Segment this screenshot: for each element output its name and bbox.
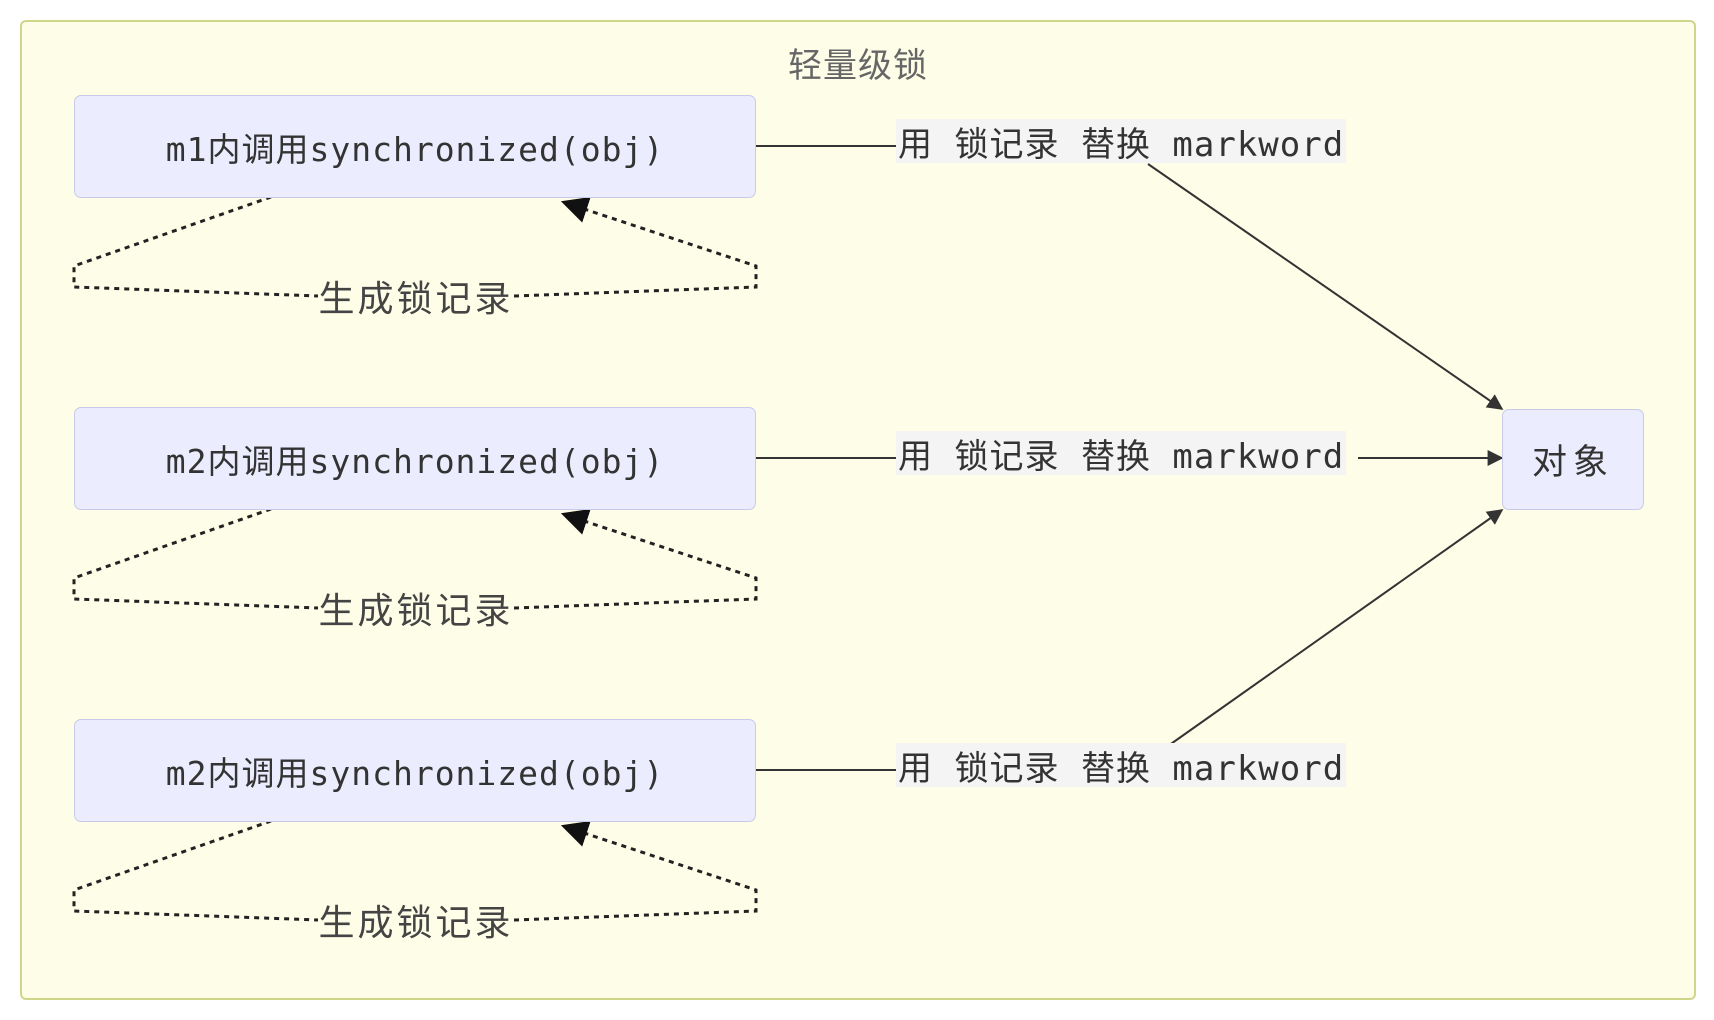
edge-1-segment-b [1147,163,1504,410]
loop-label-create-lock-record: 生成锁记录 [318,895,514,945]
node-m1-synchronized: m1内调用synchronized(obj) [74,95,756,198]
subgraph-title: 轻量级锁 [788,46,928,86]
self-loop-edge-3 [72,821,758,922]
node-m2-synchronized-second: m2内调用synchronized(obj) [74,719,756,822]
loop-label-create-lock-record: 生成锁记录 [318,583,514,633]
node-object: 对象 [1502,409,1644,510]
edge-label-replace-markword: 用 锁记录 替换 markword [896,119,1347,165]
edge-3-segment-b [1167,509,1504,747]
node-m2-synchronized: m2内调用synchronized(obj) [74,407,756,510]
self-loop-edge-1 [72,197,758,298]
loop-label-create-lock-record: 生成锁记录 [318,271,514,321]
self-loop-edge-2 [72,509,758,610]
edge-label-replace-markword: 用 锁记录 替换 markword [896,431,1347,477]
edge-label-replace-markword: 用 锁记录 替换 markword [896,743,1347,789]
